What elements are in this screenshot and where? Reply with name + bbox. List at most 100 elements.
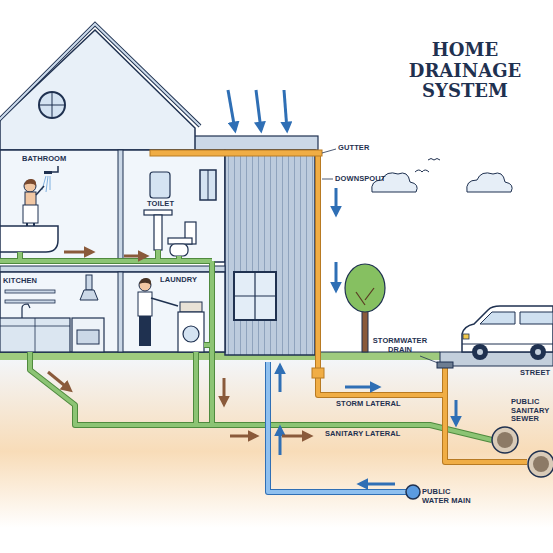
sewer-pipe — [492, 427, 518, 453]
house-wall — [225, 150, 315, 355]
person — [138, 278, 178, 346]
bathtub — [0, 226, 58, 252]
flow-arrow — [228, 90, 235, 130]
sink — [144, 210, 172, 215]
attic-window — [39, 92, 65, 118]
water-pipe — [268, 362, 413, 492]
car — [472, 344, 488, 360]
water-pipe — [268, 362, 413, 492]
storm-drain-grate — [437, 362, 453, 368]
kitchen-furniture — [80, 290, 98, 300]
cloud — [372, 173, 512, 192]
person — [23, 205, 38, 223]
person — [23, 179, 44, 232]
sanitary-pipe — [0, 250, 492, 440]
gutter — [150, 150, 324, 378]
flow-arrow — [279, 428, 282, 455]
kitchen-furniture — [0, 275, 104, 352]
flow-arrow — [282, 435, 310, 438]
flow-arrow — [335, 262, 338, 290]
house-roof — [0, 24, 200, 126]
callout-label: LAUNDRY — [160, 276, 197, 285]
gutter — [312, 368, 324, 378]
water-main — [406, 485, 420, 499]
callout-label: STORM LATERAL — [336, 400, 401, 409]
shower — [44, 171, 52, 174]
storm-drain-grate — [437, 362, 453, 368]
sewer-pipe — [492, 427, 553, 477]
leader-line — [322, 179, 333, 180]
callout-label: SANITARY LATERAL — [325, 430, 401, 439]
kitchen-furniture — [5, 300, 55, 303]
toilet — [168, 238, 192, 244]
house-roof — [0, 24, 200, 126]
flow-arrow — [48, 372, 70, 390]
sewer-pipe — [528, 451, 553, 477]
tree — [345, 264, 385, 312]
car — [477, 349, 483, 355]
kitchen-furniture — [35, 318, 36, 352]
kitchen-furniture — [0, 326, 70, 327]
house-wall — [0, 150, 225, 262]
callout-label: KITCHEN — [3, 277, 37, 286]
cloud — [467, 173, 512, 192]
leader-line — [322, 149, 438, 363]
person — [25, 192, 36, 206]
window — [234, 272, 276, 320]
kitchen-furniture — [86, 275, 92, 290]
shower — [42, 166, 58, 192]
flow-arrow — [64, 251, 92, 254]
flow-arrow — [230, 435, 256, 438]
flow-arrow — [345, 386, 378, 389]
car — [535, 349, 541, 355]
person — [138, 292, 152, 316]
shower — [50, 176, 51, 190]
grass-strip — [0, 352, 440, 360]
callout-label: GUTTER — [338, 144, 369, 153]
bird — [415, 170, 429, 172]
sink — [154, 215, 162, 250]
flow-arrow — [48, 90, 456, 484]
house-wall — [118, 272, 123, 352]
person — [24, 179, 36, 186]
sink — [150, 172, 170, 198]
car — [520, 312, 553, 324]
callout-label: PUBLIC SANITARY SEWER — [511, 398, 553, 424]
flow-arrow — [124, 255, 146, 258]
callout-label: STORMWATER DRAIN — [368, 337, 432, 354]
flow-arrow — [360, 483, 395, 486]
car — [463, 334, 469, 339]
gutter — [150, 150, 322, 156]
soil-ground — [0, 358, 553, 528]
washing-machine — [183, 326, 199, 342]
kitchen-furniture — [22, 304, 30, 318]
water-main — [406, 485, 420, 499]
toilet — [170, 244, 188, 256]
callout-label: PUBLIC WATER MAIN — [422, 488, 474, 505]
sewer-pipe — [533, 456, 549, 472]
flow-arrow — [223, 378, 226, 404]
attic-window — [39, 92, 65, 118]
washing-machine — [178, 302, 204, 352]
car — [462, 306, 553, 360]
attic-window — [52, 92, 53, 118]
person — [151, 298, 178, 306]
tree — [365, 288, 374, 300]
car — [530, 344, 546, 360]
water-pipe — [268, 362, 413, 492]
callout-label: STREET — [520, 369, 550, 378]
tree — [356, 292, 365, 305]
kitchen-furniture — [0, 318, 70, 352]
house-wall — [0, 266, 225, 272]
flow-arrow — [455, 400, 458, 424]
car — [480, 312, 515, 324]
callout-label: DOWNSPOUT — [335, 175, 385, 184]
kitchen-furniture — [77, 330, 99, 344]
flow-arrow — [284, 90, 287, 130]
leader-line — [322, 149, 336, 153]
soil-ground — [0, 358, 553, 528]
kitchen-furniture — [72, 318, 104, 352]
sanitary-pipe — [0, 250, 492, 440]
